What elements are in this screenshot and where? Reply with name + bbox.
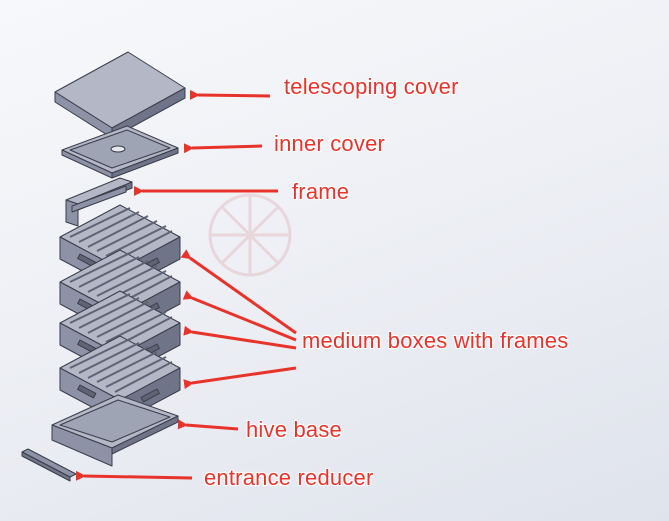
arrow-inner-cover [183,143,263,154]
hive-base-part [51,394,179,467]
arrow-medium-box-4 [183,366,297,390]
arrow-telescoping-cover [189,89,271,100]
arrow-hive-base [177,419,239,431]
label-entrance-reducer: entrance reducer [204,465,374,490]
label-telescoping-cover: telescoping cover [284,74,459,99]
label-inner-cover: inner cover [274,131,386,156]
arrow-medium-box-1 [180,249,297,335]
frame-part [65,177,133,227]
watermark [208,193,292,277]
arrow-entrance-reducer [75,470,193,481]
entrance-reducer-part [21,448,77,482]
label-medium-boxes: medium boxes with frames [302,328,569,353]
inner-cover-part [61,125,179,179]
arrow-medium-box-3 [183,325,297,350]
label-frame: frame [292,179,350,204]
telescoping-cover-part [54,51,186,139]
arrow-medium-box-2 [182,290,297,342]
label-hive-base: hive base [246,417,342,442]
